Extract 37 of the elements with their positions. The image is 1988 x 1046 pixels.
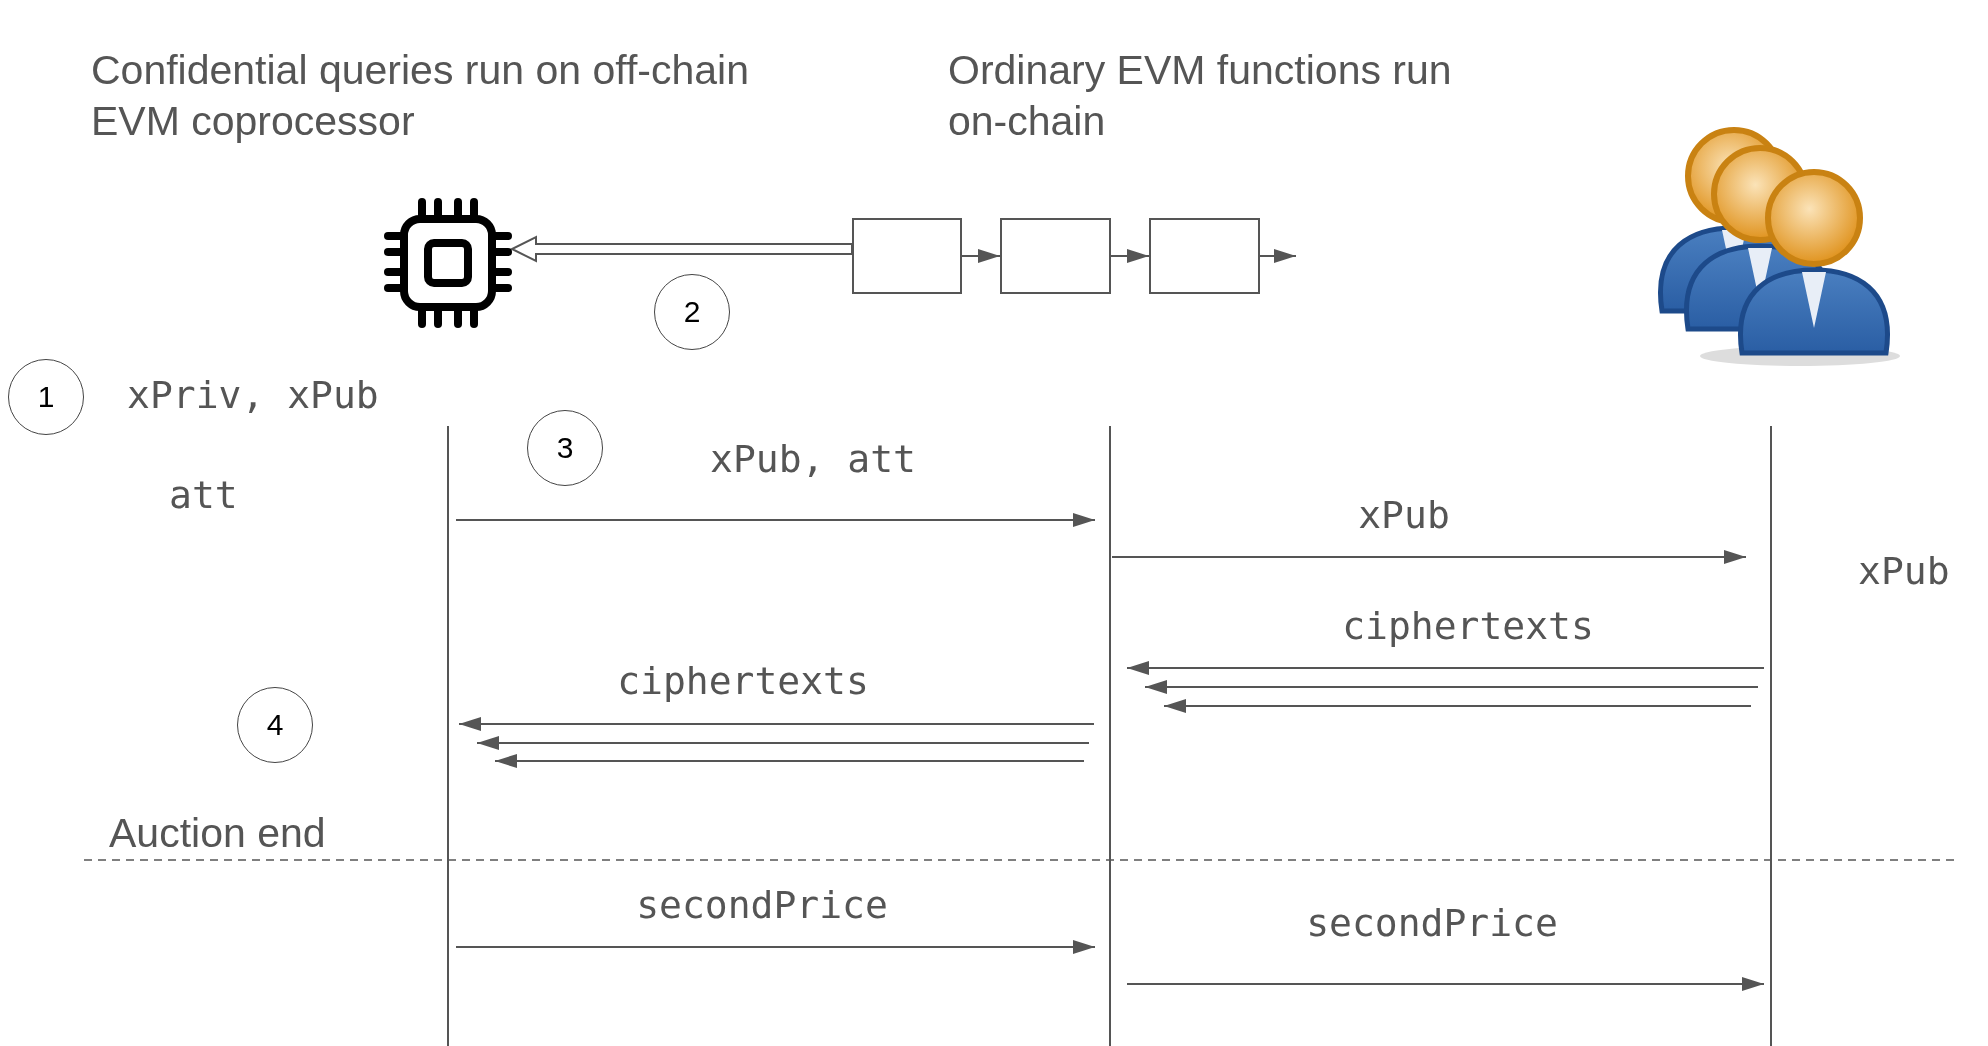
message-arrow	[1163, 699, 1752, 713]
block-box	[1000, 218, 1111, 294]
message-arrow	[1126, 661, 1765, 675]
variable-text: xPriv, xPub	[127, 372, 379, 418]
message-arrow	[1110, 249, 1150, 263]
note-text: Ordinary EVM functions run on-chain	[948, 46, 1453, 146]
step-number-circle: 2	[654, 274, 730, 350]
block-box	[1149, 218, 1260, 294]
phase-label: Auction end	[109, 809, 326, 858]
lifeline	[1109, 426, 1111, 1046]
edge-label: ciphertexts	[617, 658, 869, 704]
message-arrow	[455, 513, 1096, 527]
lifeline	[447, 426, 449, 1046]
message-arrow	[1144, 680, 1759, 694]
message-arrow	[961, 249, 1001, 263]
variable-text: att	[169, 472, 238, 518]
step-number-circle: 1	[8, 359, 84, 435]
step-number-circle: 4	[237, 687, 313, 763]
edge-label: xPub	[1358, 492, 1450, 538]
chip-icon	[384, 198, 512, 328]
edge-label: ciphertexts	[1342, 603, 1594, 649]
edge-label: xPub, att	[710, 436, 916, 482]
step-number-circle: 3	[527, 410, 603, 486]
message-arrow	[1259, 249, 1297, 263]
lifeline	[1770, 426, 1772, 1046]
message-arrow	[1126, 977, 1765, 991]
message-arrow	[455, 940, 1096, 954]
variable-text: xPub	[1858, 548, 1950, 594]
block-box	[852, 218, 962, 294]
message-arrow	[1111, 550, 1747, 564]
note-text: Confidential queries run on off-chain EVM coprocessor	[91, 46, 750, 146]
message-arrow	[476, 736, 1090, 750]
block-arrow	[509, 235, 853, 263]
message-arrow	[458, 717, 1095, 731]
message-arrow	[494, 754, 1085, 768]
edge-label: secondPrice	[636, 882, 888, 928]
edge-label: secondPrice	[1306, 900, 1558, 946]
